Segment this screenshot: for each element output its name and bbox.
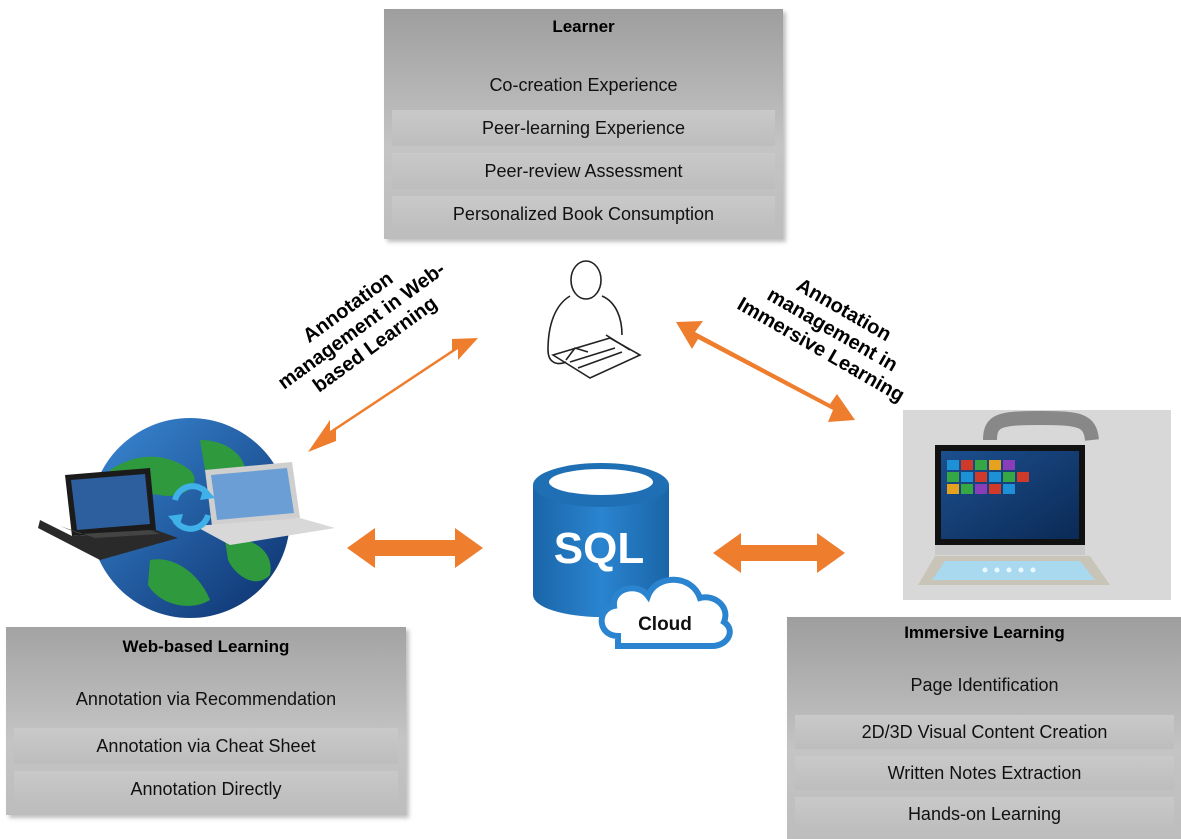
web-learning-item: Annotation via Cheat Sheet [14, 728, 398, 764]
sql-label: SQL [554, 524, 644, 573]
web-learning-panel: Web-based Learning Annotation via Recomm… [6, 627, 406, 815]
learner-item: Personalized Book Consumption [392, 196, 775, 232]
learner-item: Co-creation Experience [489, 74, 678, 95]
immersive-learning-item: Page Identification [910, 674, 1059, 695]
sql-database-icon [533, 463, 669, 617]
learner-item: Peer-review Assessment [392, 153, 775, 189]
arrow-web-sql [347, 528, 483, 568]
web-learning-item: Annotation Directly [14, 771, 398, 807]
learner-panel: Learner Co-creation Experience Peer-lear… [384, 9, 783, 239]
immersive-learning-item: 2D/3D Visual Content Creation [795, 715, 1174, 749]
immersive-computer-icon [903, 410, 1171, 600]
arrow-sql-immersive [713, 533, 845, 573]
web-learning-item: Annotation via Recommendation [75, 688, 337, 709]
immersive-learning-panel: Immersive Learning Page Identification 2… [787, 617, 1181, 839]
arrow-learner-web [308, 338, 478, 452]
learner-person-icon [547, 260, 642, 379]
learner-item: Peer-learning Experience [392, 110, 775, 146]
laptops-globe-icon [38, 418, 335, 618]
arrow-learner-immersive [676, 321, 855, 422]
cloud-label: Cloud [638, 614, 692, 635]
cloud-icon [598, 576, 733, 649]
web-learning-title: Web-based Learning [122, 637, 290, 656]
immersive-learning-title: Immersive Learning [904, 623, 1065, 642]
learner-title: Learner [552, 17, 615, 36]
immersive-learning-item: Written Notes Extraction [795, 756, 1174, 790]
immersive-learning-item: Hands-on Learning [795, 797, 1174, 831]
